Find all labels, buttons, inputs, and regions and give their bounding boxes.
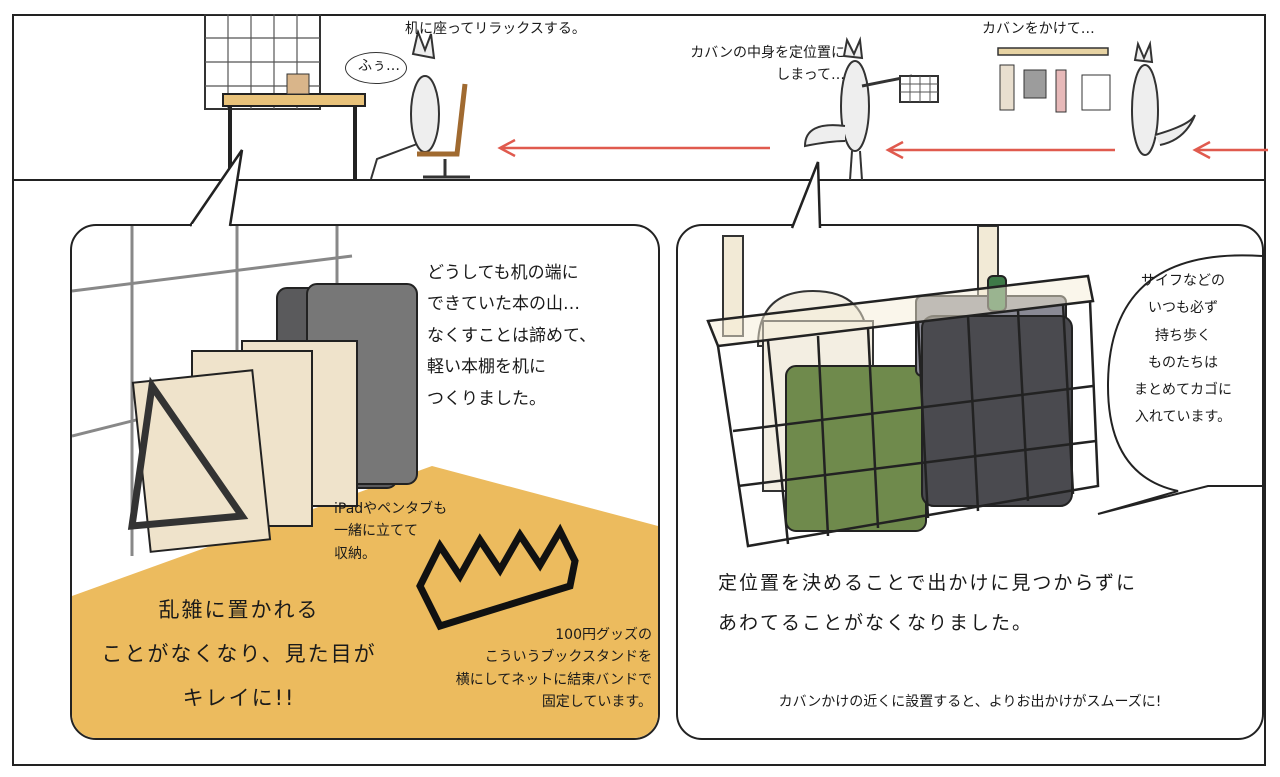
- right-bubble-tail: [790, 161, 822, 230]
- basket-illustration: [706, 226, 1100, 548]
- speech-bubble: ふぅ…: [345, 52, 407, 84]
- flow-arrows: [497, 138, 1268, 160]
- bookshelf-illustration: [72, 226, 658, 738]
- strip-divider: [12, 179, 1266, 181]
- note-wallet: サイフなどの いつも必ず 持ち歩く ものたちは まとめてカゴに 入れています。: [1134, 273, 1232, 426]
- fox-with-basket-illustration: [803, 36, 939, 180]
- bookshelf-panel: どうしても机の端に できていた本の山… なくすことは諦めて、 軽い本棚を机に つ…: [70, 224, 660, 740]
- note-books: どうしても机の端に できていた本の山… なくすことは諦めて、 軽い本棚を机に つ…: [427, 263, 597, 409]
- comic-frame: [12, 14, 1266, 766]
- caption-hang-bag: カバンをかけて…: [982, 21, 1095, 37]
- note-bookstand: 100円グッズの こういうブックスタンドを 横にしてネットに結束バンドで 固定し…: [455, 627, 652, 711]
- note-result-no-rush: 定位置を決めることで出かけに見つからずに あわてることがなくなりました。: [718, 572, 1138, 634]
- basket-panel: サイフなどの いつも必ず 持ち歩く ものたちは まとめてカゴに 入れています。 …: [676, 224, 1264, 740]
- note-result-tidy: 乱雑に置かれる ことがなくなり、見た目が キレイに!!: [101, 598, 377, 711]
- left-bubble-tail: [188, 149, 244, 228]
- caption-sit-relax: 机に座ってリラックスする。: [405, 21, 586, 37]
- arrow-icon: [497, 138, 1268, 160]
- speech-sigh-text: ふぅ…: [358, 58, 400, 74]
- note-ipad: iPadやペンタブも 一緒に立てて 収納。: [334, 501, 448, 562]
- right-speech-bubble: [1097, 254, 1262, 515]
- note-tip: カバンかけの近くに設置すると、よりお出かけがスムーズに!: [778, 694, 1162, 710]
- caption-store-items: カバンの中身を定位置に しまって…: [690, 45, 845, 84]
- bag-hanger-illustration: [997, 40, 1196, 156]
